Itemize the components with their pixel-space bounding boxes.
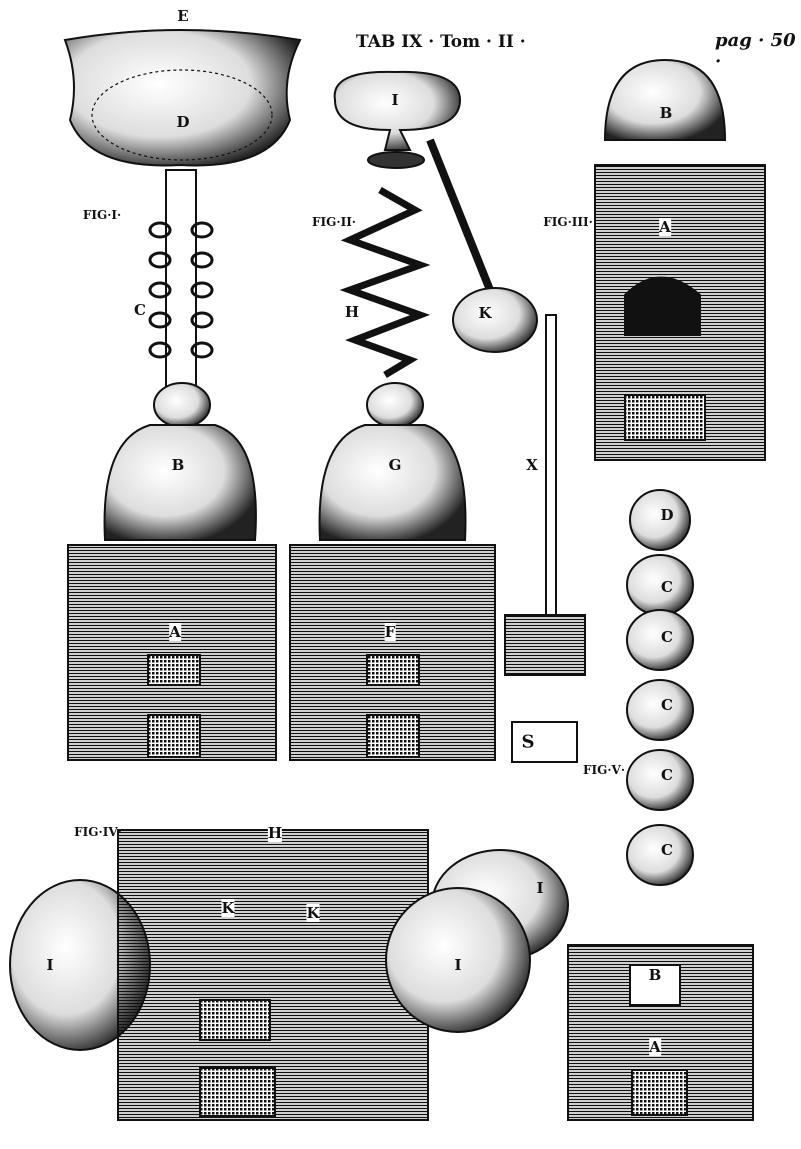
fig5-door-b	[629, 964, 681, 1006]
fig4-label-h: H	[267, 824, 283, 842]
fig2-label-x: X	[526, 456, 538, 474]
fig4-grate-1	[199, 999, 271, 1041]
fig2-grate-1	[366, 654, 420, 686]
fig2-title: FIG·II·	[312, 215, 356, 229]
page-number: pag · 50 ·	[715, 30, 796, 72]
fig1-label-a: A	[169, 623, 181, 641]
fig1-grate-2	[147, 714, 201, 758]
fig5-label-a: A	[649, 1038, 661, 1056]
fig1-knob	[153, 382, 211, 428]
fig4-globe-i-front	[385, 887, 531, 1033]
fig4-label-i-mid: I	[454, 956, 462, 974]
fig4-label-k2: K	[306, 904, 320, 922]
fig5-gourd-stack	[626, 489, 694, 886]
fig1-cucurbit-b	[103, 424, 257, 541]
plate-title: TAB IX · Tom · II ·	[356, 32, 526, 52]
fig2-label-g: G	[388, 456, 402, 474]
fig2-zigzag-h	[339, 186, 431, 379]
fig2-label-h: H	[344, 303, 360, 321]
fig1-label-e: E	[177, 7, 189, 25]
fig5-label-c5: C	[661, 841, 673, 859]
fig3-arch-opening	[624, 276, 701, 336]
fig5-label-c3: C	[661, 696, 673, 714]
fig1-coil	[148, 221, 214, 359]
fig1-grate-1	[147, 654, 201, 686]
fig1-title: FIG·I·	[82, 208, 122, 222]
fig1-label-d: D	[176, 113, 190, 131]
fig3-grate	[624, 394, 706, 441]
seal-box	[511, 721, 578, 763]
fig3-label-b: B	[659, 104, 673, 122]
fig4-grate-2	[199, 1067, 276, 1117]
fig5-title: FIG·V·	[582, 763, 626, 777]
fig2-grate-2	[366, 714, 420, 758]
fig2-stand-x	[545, 314, 557, 616]
fig2-label-i: I	[391, 91, 399, 109]
fig2-head-i	[333, 70, 462, 151]
fig1-label-b: B	[171, 456, 185, 474]
fig4-label-i-left: I	[46, 956, 54, 974]
fig4-title: FIG·IV·	[74, 825, 122, 839]
seal-text: S	[521, 731, 535, 753]
fig1-basin-e	[63, 29, 302, 167]
fig5-label-b: B	[648, 966, 662, 984]
fig1-basin-d-outline	[91, 69, 273, 161]
fig3-label-a: A	[659, 218, 671, 236]
fig3-title: FIG·III·	[543, 215, 593, 229]
fig5-grate	[631, 1069, 688, 1116]
fig2-label-f: F	[384, 623, 396, 641]
fig2-knob	[366, 382, 424, 428]
fig5-label-c2: C	[661, 628, 673, 646]
fig4-label-k1: K	[221, 899, 235, 917]
fig2-label-k: K	[478, 304, 492, 322]
fig1-tube	[165, 169, 197, 391]
fig2-beak	[426, 138, 494, 292]
fig3-dome-b	[603, 58, 727, 141]
fig2-cucurbit-g	[318, 424, 467, 541]
fig5-label-c4: C	[661, 766, 673, 784]
fig5-label-d: D	[660, 506, 674, 524]
fig2-stand-base	[504, 614, 586, 676]
fig2-receiver-k	[452, 287, 538, 353]
fig4-label-i-right: I	[536, 879, 544, 897]
fig5-label-c1: C	[661, 578, 673, 596]
fig1-label-c: C	[134, 301, 146, 319]
fig2-ring	[367, 151, 425, 169]
